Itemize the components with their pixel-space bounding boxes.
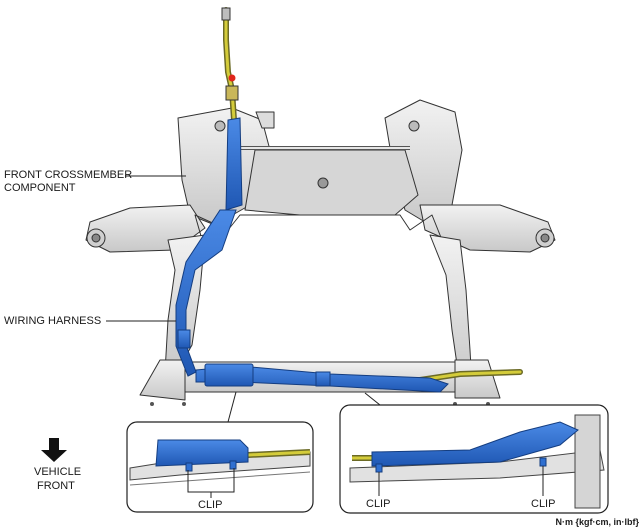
leader-lines xyxy=(106,175,381,423)
detail-leader-right xyxy=(364,392,381,406)
clip-label-right-2: CLIP xyxy=(531,498,556,510)
harness-connector-left xyxy=(177,329,191,349)
front-crossmember xyxy=(85,99,556,401)
crossmember-center-beam xyxy=(244,149,419,216)
crossmember-right-foot xyxy=(454,359,501,399)
detail-left-harness-block xyxy=(155,439,249,467)
crossmember-label-line2: COMPONENT xyxy=(4,182,76,194)
torque-units-label: N·m {kgf·cm, in·lbf} xyxy=(555,517,639,527)
harness-vertical-run xyxy=(175,209,237,377)
wiring-harness-label: WIRING HARNESS xyxy=(4,315,102,327)
detail-right-clip-2 xyxy=(539,457,547,467)
crossmember-left-foot xyxy=(139,359,186,401)
vehicle-front-label-line2: FRONT xyxy=(37,480,75,492)
harness-upper-bracket xyxy=(225,117,243,211)
upper-right-bolt xyxy=(408,120,420,132)
detail-box-right xyxy=(339,404,609,514)
crossmember-label-line1: FRONT CROSSMEMBER xyxy=(4,169,133,181)
clip-label-left: CLIP xyxy=(198,499,223,511)
harness-clip-block-right xyxy=(315,371,331,387)
detail-leader-left xyxy=(227,391,237,423)
detail-right-harness xyxy=(371,421,579,467)
detail-left-clip-1 xyxy=(185,462,193,472)
hose-fitting xyxy=(225,85,239,101)
wiring-harness xyxy=(175,117,449,393)
upper-left-bolt xyxy=(214,120,226,132)
hose-marker xyxy=(228,74,236,82)
vehicle-front-label-line1: VEHICLE xyxy=(34,466,82,478)
clip-label-right-1: CLIP xyxy=(366,498,391,510)
arrow-down-icon xyxy=(41,438,67,462)
upper-bracket xyxy=(255,111,275,129)
detail-box-left xyxy=(126,421,314,513)
hose-top-fitting xyxy=(221,7,231,21)
detail-right-clip-1 xyxy=(375,463,383,473)
harness-clip-block xyxy=(204,363,254,387)
detail-left-clip-2 xyxy=(229,460,237,470)
center-hole xyxy=(317,177,329,189)
